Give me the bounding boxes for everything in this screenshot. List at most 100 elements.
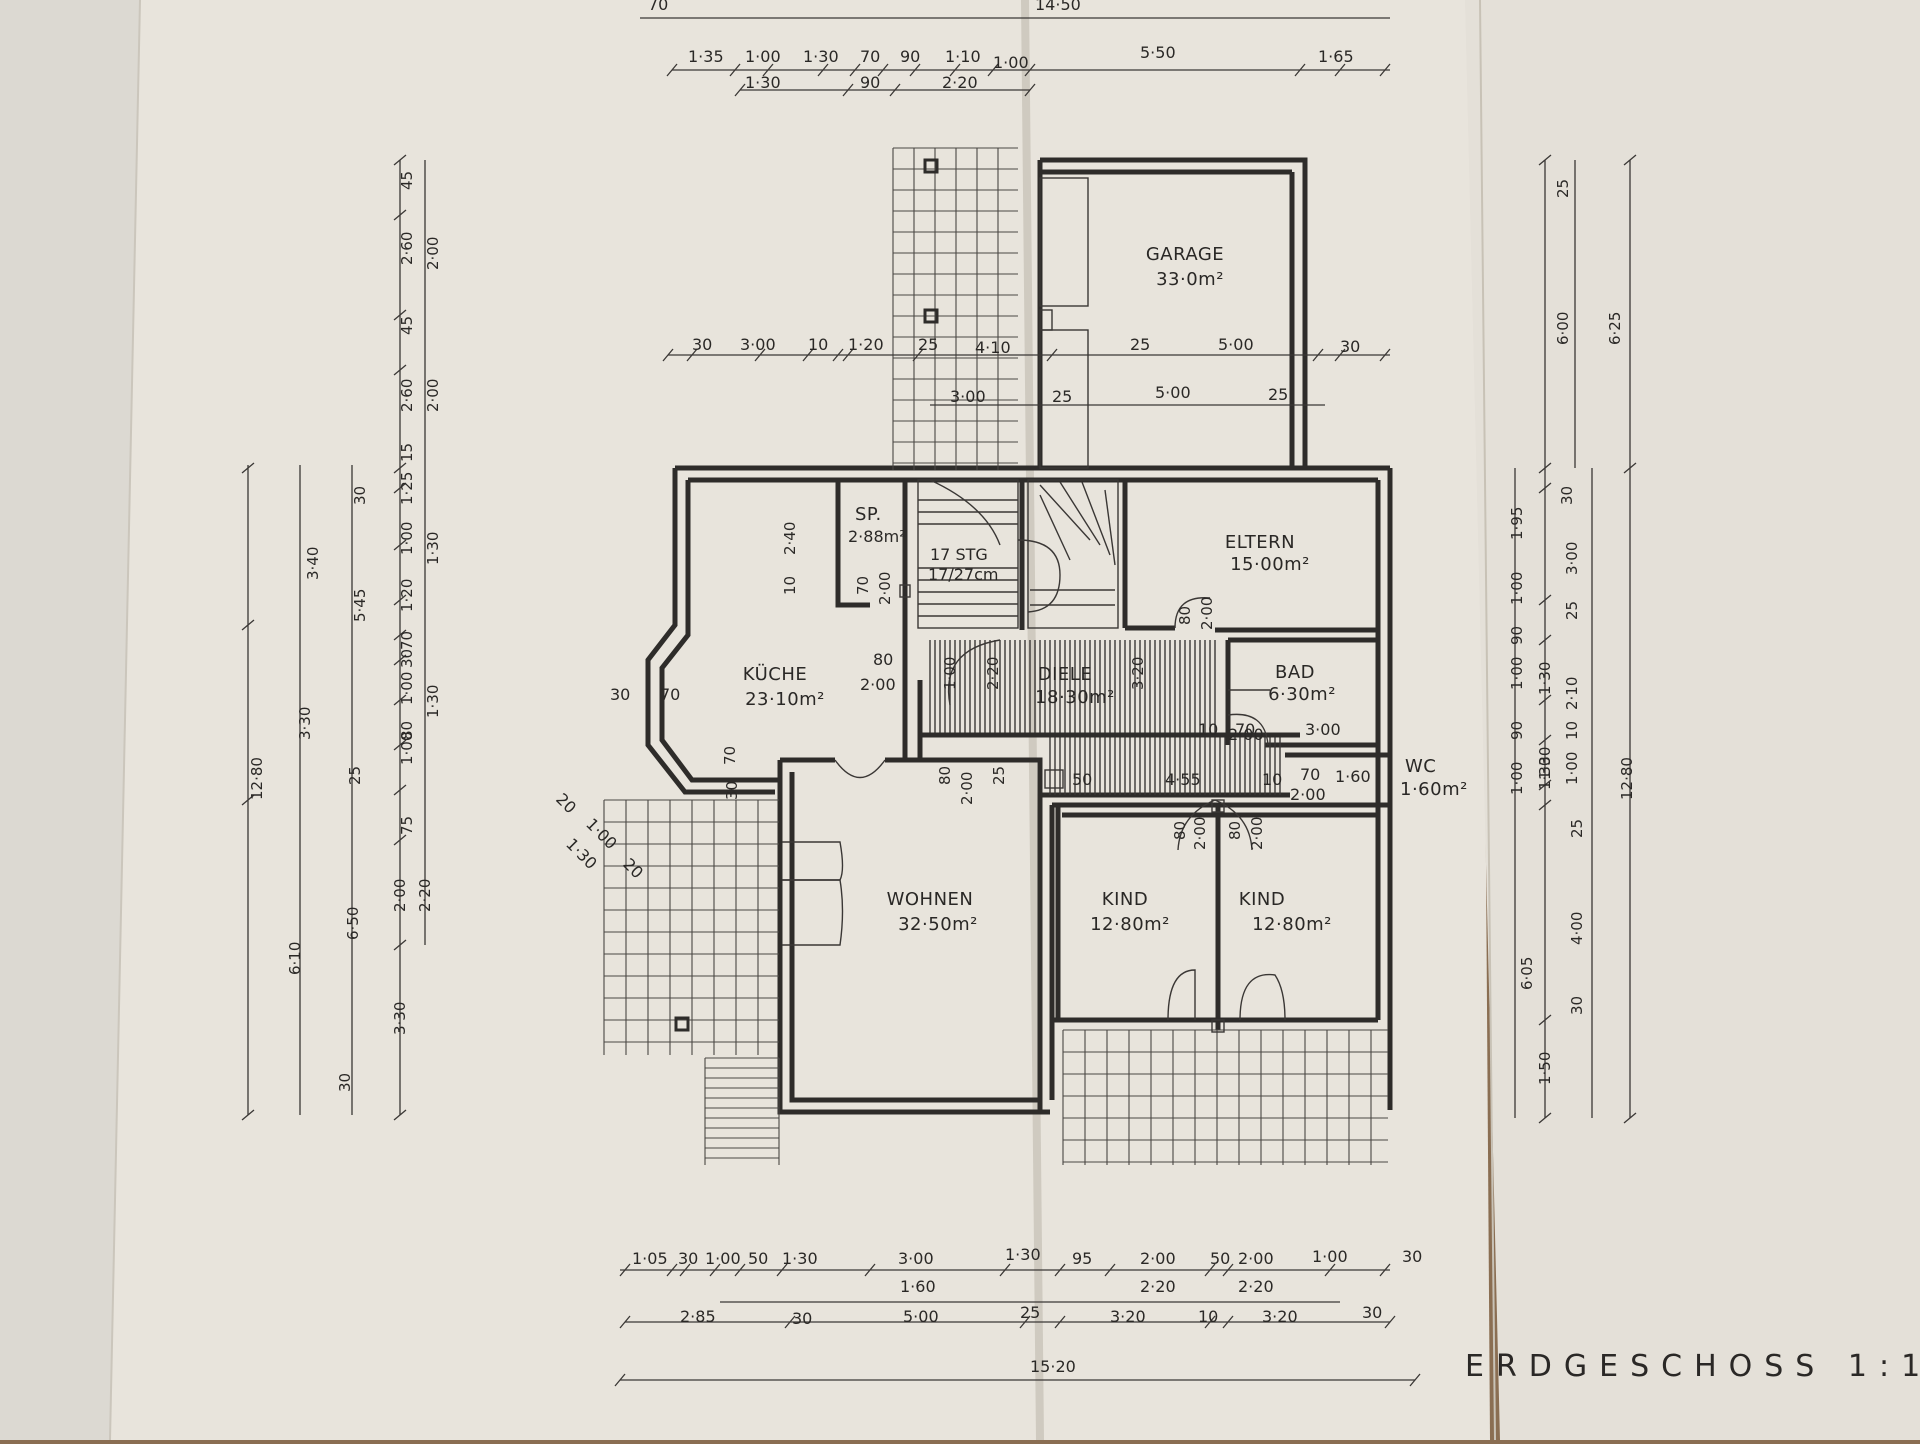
mid-dim-r2-2: 25 (1052, 387, 1072, 406)
left-a-13: 80 (398, 721, 416, 740)
right-a-2: 30 (1558, 486, 1576, 505)
diele-floor-hatch (920, 640, 1300, 795)
bottom-dim-3: 1·00 (705, 1249, 741, 1268)
bottom-dim-13: 30 (1402, 1247, 1422, 1266)
mid-dim-6: 4·10 (975, 338, 1011, 357)
wc-area: 1·60m² (1400, 779, 1468, 800)
left-c-2: 3·40 (304, 547, 322, 580)
garage-area: 33·0m² (1156, 269, 1224, 290)
left-a-17: 30 (336, 1073, 354, 1092)
top-dim-8: 5·50 (1140, 43, 1176, 62)
top-dim-5: 90 (900, 47, 920, 66)
bottom-dim-8: 95 (1072, 1249, 1092, 1268)
dim-wohnen-200: 2·00 (958, 772, 976, 805)
left-a-8: 1·20 (398, 579, 416, 612)
bottom-dim-r3-7: 3·20 (1262, 1307, 1298, 1326)
mid-dim-8: 5·00 (1218, 335, 1254, 354)
bottom-dim-r3-3: 5·00 (903, 1307, 939, 1326)
bad-area: 6·30m² (1268, 684, 1336, 705)
eltern-label: ELTERN (1225, 532, 1295, 553)
top-dim-first: 70 (648, 0, 668, 14)
right-c-8: 1·30 (1536, 757, 1554, 790)
bottom-dim-r3-5: 3·20 (1110, 1307, 1146, 1326)
wohnen-area: 32·50m² (898, 914, 978, 935)
bottom-dim-6: 3·00 (898, 1249, 934, 1268)
dim-diele-100: 1·00 (941, 657, 959, 690)
left-a-4: 2·60 (398, 379, 416, 412)
bottom-dim-9: 2·00 (1140, 1249, 1176, 1268)
top-dim-7: 1·00 (993, 53, 1029, 72)
bottom-dimension-texts: 1·05 30 1·00 50 1·30 3·00 1·30 95 2·00 5… (632, 1245, 1422, 1376)
bottom-dim-r3-2: 30 (792, 1309, 812, 1328)
mid-dim-9: 30 (1340, 337, 1360, 356)
right-b-1: 6·00 (1554, 312, 1572, 345)
left-b-4: 1·30 (424, 685, 442, 718)
top-dim-3: 1·30 (803, 47, 839, 66)
left-a-6: 1·25 (398, 472, 416, 505)
kind-1-area: 12·80m² (1090, 914, 1170, 935)
right-dimension-texts: 25 30 3·00 25 1·30 2·10 10 1·00 25 4·00 … (1508, 179, 1636, 1085)
dim-kind-200b: 2·00 (1248, 817, 1266, 850)
left-a-3: 45 (398, 316, 416, 335)
mid-dim-3: 10 (808, 335, 828, 354)
mid-dim-r2-1: 3·00 (950, 387, 986, 406)
bottom-dim-10: 50 (1210, 1249, 1230, 1268)
left-dim-overall: 12·80 (248, 757, 266, 800)
mid-dim-r2-3: 5·00 (1155, 383, 1191, 402)
right-c-3: 90 (1508, 626, 1526, 645)
bottom-dim-2: 30 (678, 1249, 698, 1268)
left-a-14: 75 (398, 816, 416, 835)
wohnen-label: WOHNEN (887, 889, 974, 910)
dimension-ticks (241, 63, 1637, 1387)
dim-diele-220: 2·20 (984, 657, 1002, 690)
stair-label: 17 STG (930, 545, 988, 564)
left-a-16: 3·30 (391, 1002, 409, 1035)
left-b-5: 2·20 (416, 879, 434, 912)
kind-2-label: KIND (1239, 889, 1285, 910)
right-b-2: 6·25 (1606, 312, 1624, 345)
dim-kueche-240: 2·40 (781, 522, 799, 555)
dim-bad-200: 2·00 (1228, 725, 1264, 744)
top-dim-r2-1: 1·30 (745, 73, 781, 92)
right-a-9: 25 (1568, 819, 1586, 838)
sp-label: SP. (855, 504, 882, 525)
dim-kueche-70b: 70 (721, 746, 739, 765)
bottom-dim-5: 1·30 (782, 1249, 818, 1268)
left-a-1: 45 (398, 171, 416, 190)
eltern-area: 15·00m² (1230, 554, 1310, 575)
dim-wohnen-80: 80 (936, 766, 954, 785)
right-a-5: 1·30 (1536, 662, 1554, 695)
dim-kind-80: 80 (1171, 821, 1189, 840)
diele-area: 18·30m² (1035, 687, 1115, 708)
tiled-areas (603, 147, 1388, 1165)
left-a-12: 1·00 (398, 732, 416, 765)
bottom-dim-12: 1·00 (1312, 1247, 1348, 1266)
right-a-3: 3·00 (1563, 542, 1581, 575)
dim-diele-455: 4·55 (1165, 770, 1201, 789)
top-dim-overall: 14·50 (1035, 0, 1081, 14)
bottom-dim-r2-3: 2·20 (1238, 1277, 1274, 1296)
dim-diele-200: 2·00 (860, 675, 896, 694)
mid-dim-2: 3·00 (740, 335, 776, 354)
left-b-1: 2·00 (424, 237, 442, 270)
bottom-dim-r2-1: 1·60 (900, 1277, 936, 1296)
right-c-1: 1·95 (1508, 507, 1526, 540)
dim-bad-70: 70 (1235, 720, 1255, 739)
bottom-dim-r3-1: 2·85 (680, 1307, 716, 1326)
left-a-2: 2·60 (398, 232, 416, 265)
left-c-6: 6·50 (344, 907, 362, 940)
mid-dim-1: 30 (692, 335, 712, 354)
left-a-15: 2·00 (391, 879, 409, 912)
bottom-dim-1: 1·05 (632, 1249, 668, 1268)
left-b-2: 2·00 (424, 379, 442, 412)
left-c-3: 5·45 (351, 589, 369, 622)
top-dim-1: 1·35 (688, 47, 724, 66)
left-c-5: 25 (346, 766, 364, 785)
dim-kind-200: 2·00 (1191, 817, 1209, 850)
top-dimension-texts: 70 14·50 1·35 1·00 1·30 70 90 1·10 1·00 … (648, 0, 1354, 92)
top-dim-r2-3: 2·20 (942, 73, 978, 92)
right-dim-overall: 12·80 (1618, 757, 1636, 800)
dim-sp-200: 2·00 (876, 572, 894, 605)
room-labels: GARAGE 33·0m² ELTERN 15·00m² SP. 2·88m² … (743, 244, 1468, 935)
